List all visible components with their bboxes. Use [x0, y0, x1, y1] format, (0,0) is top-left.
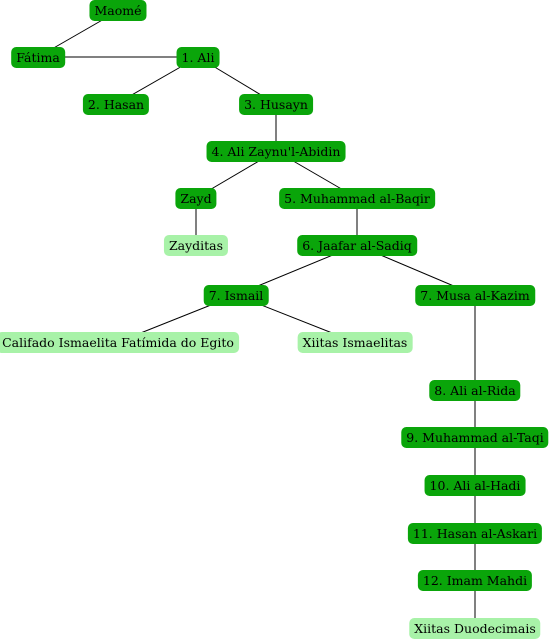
- node-zayditas: Zayditas: [163, 235, 229, 256]
- node-hadi: 10. Ali al-Hadi: [424, 475, 526, 496]
- node-rida: 8. Ali al-Rida: [429, 380, 521, 401]
- node-hasan: 2. Hasan: [82, 94, 150, 115]
- node-askari: 11. Hasan al-Askari: [407, 523, 543, 544]
- node-taqi: 9. Muhammad al-Taqi: [401, 427, 549, 448]
- node-ali: 1. Ali: [176, 47, 220, 68]
- node-zayd: Zayd: [175, 188, 217, 209]
- node-mahdi: 12. Imam Mahdi: [417, 570, 533, 591]
- node-maome: Maomé: [89, 0, 147, 21]
- node-kazim: 7. Musa al-Kazim: [415, 285, 535, 306]
- node-sadiq: 6. Jaafar al-Sadiq: [297, 235, 417, 256]
- node-califado: Califado Ismaelita Fatímida do Egito: [0, 332, 239, 353]
- node-duodecimais: Xiitas Duodecimais: [409, 618, 541, 639]
- node-ismail: 7. Ismail: [203, 285, 269, 306]
- node-fatima: Fátima: [11, 47, 65, 68]
- node-zaynulabidin: 4. Ali Zaynu'l-Abidin: [206, 141, 346, 162]
- node-baqir: 5. Muhammad al-Baqir: [279, 188, 435, 209]
- node-ismaelitas: Xiitas Ismaelitas: [297, 332, 413, 353]
- node-husayn: 3. Husayn: [239, 94, 313, 115]
